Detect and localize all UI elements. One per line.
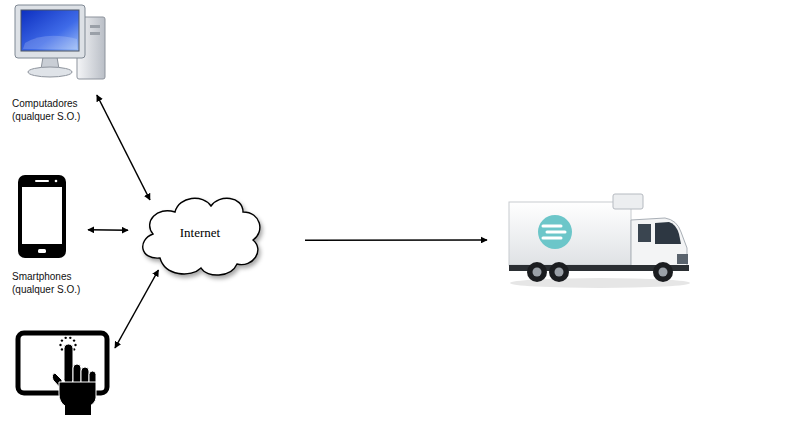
device-label: Smartphones (qualquer S.O.)	[12, 270, 100, 296]
truck-illustration-graphic	[505, 190, 690, 290]
smartphone-icon-graphic	[18, 175, 66, 258]
smartphone-icon: Smartphones (qualquer S.O.)	[18, 175, 66, 258]
arrow-connector	[115, 270, 158, 348]
tablet-icon-graphic	[15, 328, 110, 415]
internet-cloud: Internet	[135, 188, 265, 278]
arrow-connector	[305, 239, 487, 241]
arrow-connector	[97, 95, 150, 200]
arrow-connector	[88, 229, 128, 231]
cloud-label: Internet	[180, 225, 220, 241]
computer-icon-graphic	[15, 3, 107, 83]
truck-illustration	[505, 190, 690, 290]
tablet-icon	[15, 328, 110, 415]
device-label: Computadores (qualquer S.O.)	[12, 97, 100, 123]
computer-icon: Computadores (qualquer S.O.)	[15, 3, 107, 83]
